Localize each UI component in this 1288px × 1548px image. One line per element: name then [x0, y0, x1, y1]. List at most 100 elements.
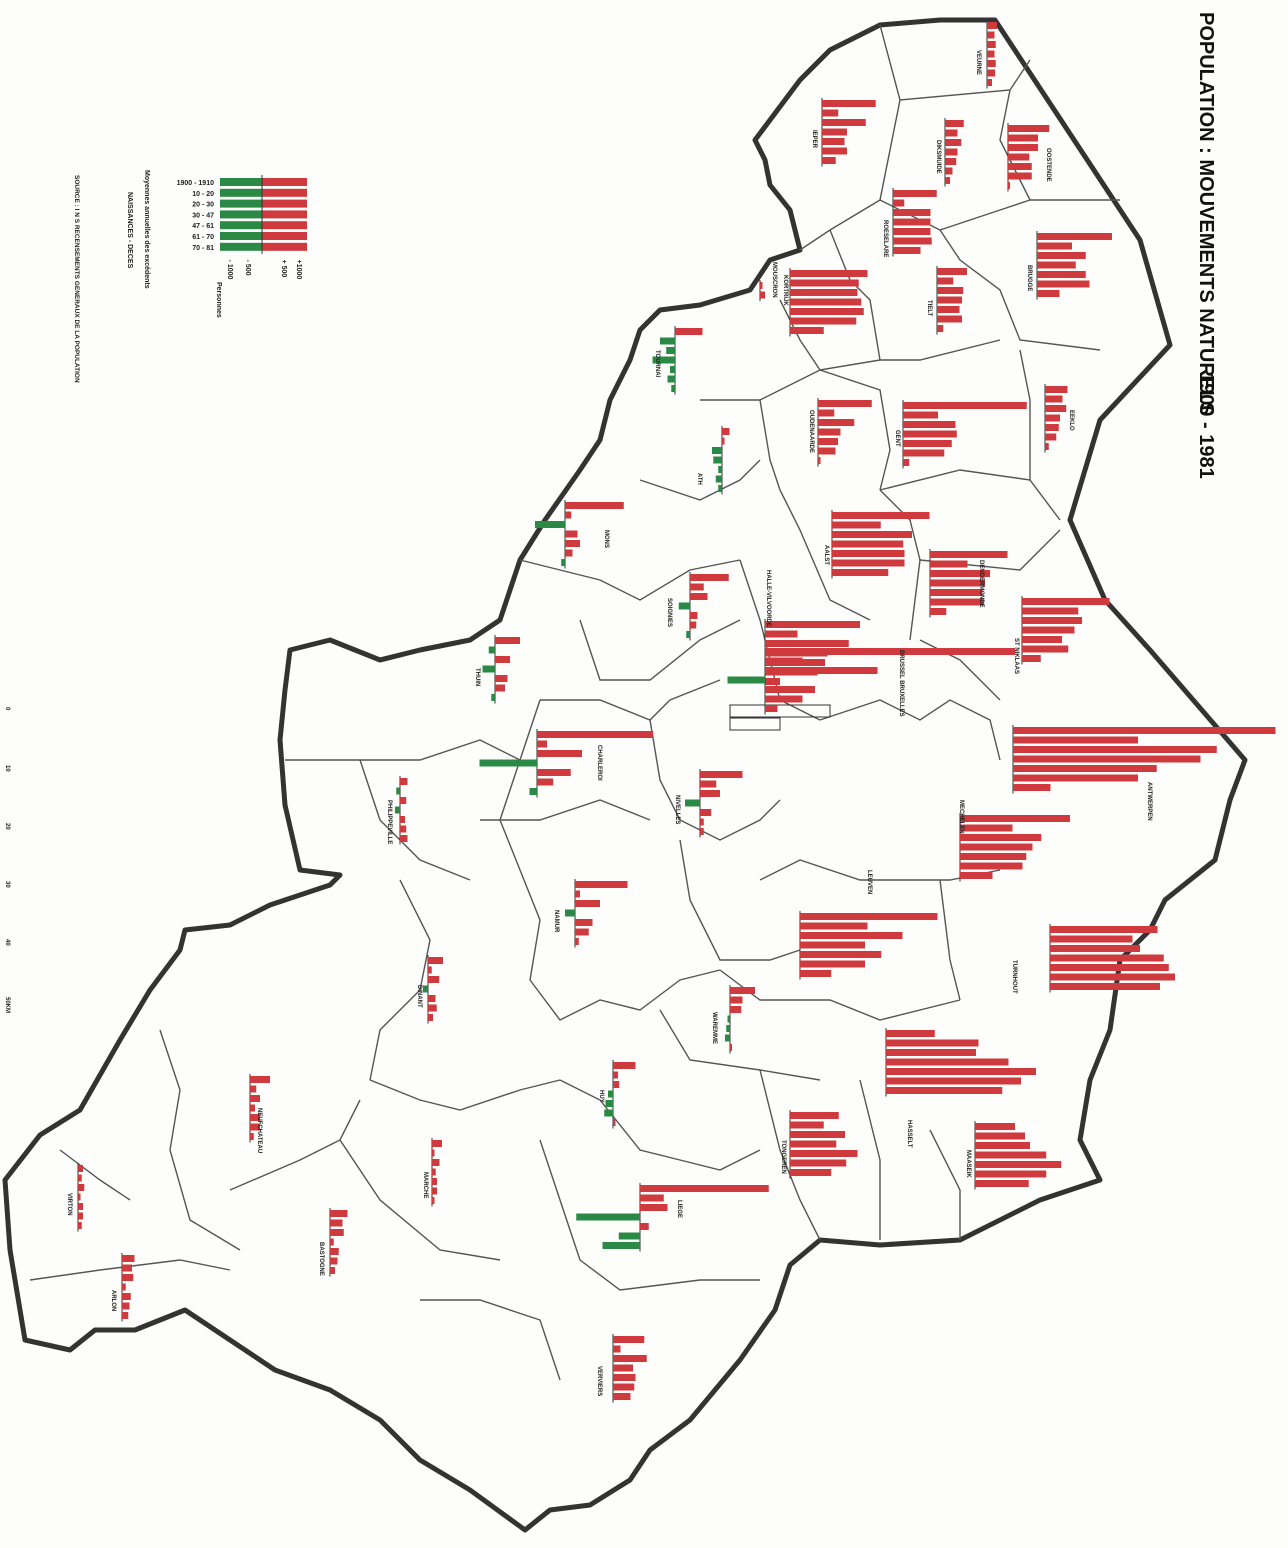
- bar-group-tournai: TOURNAI: [652, 326, 703, 395]
- legend-negative-bar-0: [220, 178, 262, 186]
- bar-verviers-1: [613, 1345, 621, 1353]
- bar-tournai-0: [675, 328, 703, 335]
- region-label-leuven: LEUVEN: [866, 870, 872, 894]
- bar-dendermonde-1: [930, 560, 968, 568]
- region-label-tongeren: TONGEREN: [780, 1140, 786, 1174]
- bar-tongeren-4: [790, 1150, 858, 1157]
- bar-aalst-5: [832, 559, 905, 567]
- bar-roeselare-4: [893, 228, 931, 235]
- bar-oudenaarde-6: [818, 457, 821, 464]
- bar-brussel-bruxelles-3: [727, 676, 765, 684]
- bar-group-diksmuide: DIKSMUIDE: [935, 118, 964, 187]
- bar-neufchateau-5: [250, 1123, 260, 1131]
- region-label-ieper: IEPER: [811, 130, 817, 149]
- bar-huy-1: [613, 1071, 618, 1079]
- bar-aalst-2: [832, 531, 912, 538]
- bar-st-niklaas-5: [1022, 645, 1069, 653]
- country-border: [2, 17, 1248, 1533]
- bar-eeklo-2: [1045, 405, 1067, 412]
- bar-neufchateau-4: [250, 1114, 260, 1121]
- legend-positive-bar-0: [262, 178, 307, 186]
- bar-dinant-0: [428, 957, 443, 964]
- bar-mechelen-0: [960, 815, 1070, 822]
- bar-ieper-3: [822, 128, 847, 136]
- bar-antwerpen-1: [1013, 736, 1138, 744]
- bar-ieper-5: [822, 147, 847, 155]
- region-label-hasselt: HASSELT: [906, 1120, 912, 1148]
- bar-bastogne-5: [330, 1257, 338, 1265]
- bar-diksmuide-0: [945, 120, 964, 127]
- bar-bastogne-1: [330, 1219, 343, 1227]
- bar-maaseik-1: [975, 1132, 1025, 1140]
- region-label-eeklo: EEKLO: [1068, 410, 1074, 431]
- region-label-brussel-bruxelles: BRUSSEL BRUXELLES: [898, 650, 904, 717]
- bar-oudenaarde-4: [818, 438, 838, 445]
- region-label-tournai: TOURNAI: [654, 350, 660, 378]
- bar-verviers-2: [613, 1355, 647, 1362]
- bar-dendermonde-0: [930, 551, 1008, 558]
- bar-group-arlon: ARLON: [110, 1253, 135, 1322]
- bar-charleroi-1: [537, 740, 547, 748]
- bar-oudenaarde-1: [818, 409, 835, 417]
- bar-group-tielt: TIELT: [926, 266, 967, 335]
- bar-soignies-4: [690, 612, 698, 619]
- region-label-mouscron: MOUSCRON: [771, 262, 777, 298]
- bar-arlon-1: [122, 1264, 132, 1272]
- bar-ath-1: [722, 437, 725, 445]
- legend-scale-label-0: +1000: [295, 260, 302, 280]
- bar-halle-vilvoorde-0: [765, 621, 860, 628]
- bar-mons-5: [565, 549, 573, 557]
- bar-neufchateau-1: [250, 1085, 257, 1093]
- bar-marche-5: [432, 1187, 437, 1195]
- bar-mechelen-2: [960, 834, 1042, 841]
- bar-charleroi-4: [537, 769, 571, 776]
- bar-mechelen-1: [960, 824, 1013, 832]
- bar-ath-6: [718, 485, 722, 492]
- bar-eeklo-0: [1045, 386, 1068, 393]
- bar-ath-2: [712, 447, 722, 454]
- bar-arlon-0: [122, 1255, 135, 1262]
- bar-tournai-4: [670, 366, 675, 373]
- bar-gent-4: [903, 440, 952, 447]
- bar-marche-3: [432, 1168, 436, 1176]
- bar-group-st-niklaas: ST NIKLAAS: [1013, 596, 1110, 674]
- bar-arlon-3: [122, 1283, 126, 1291]
- bar-dendermonde-5: [930, 598, 984, 606]
- bar-tielt-0: [937, 268, 967, 275]
- bar-mons-2: [535, 521, 565, 528]
- bar-bastogne-2: [330, 1229, 344, 1236]
- bar-virton-6: [78, 1222, 82, 1229]
- bar-brugge-1: [1037, 242, 1072, 250]
- bar-roeselare-6: [893, 247, 921, 254]
- bar-antwerpen-4: [1013, 765, 1157, 772]
- bar-charleroi-2: [537, 750, 582, 757]
- legend-positive-bar-3: [262, 210, 307, 219]
- bar-arlon-2: [122, 1274, 134, 1281]
- bar-group-namur: NAMUR: [553, 879, 628, 948]
- bar-liege-0: [640, 1185, 769, 1192]
- bar-marche-0: [432, 1140, 442, 1147]
- bar-gent-6: [903, 459, 910, 466]
- bar-liege-3: [576, 1213, 640, 1221]
- legend-positive-bar-2: [262, 199, 307, 208]
- bar-thuin-6: [491, 694, 495, 701]
- bar-dendermonde-6: [930, 608, 947, 615]
- bar-oostende-5: [1008, 172, 1032, 180]
- bar-hasselt-1: [886, 1039, 979, 1047]
- region-label-thuin: THUIN: [474, 668, 480, 686]
- bar-huy-3: [608, 1090, 613, 1098]
- bar-antwerpen-2: [1013, 746, 1217, 753]
- bar-ieper-4: [822, 138, 845, 145]
- bar-turnhout-1: [1050, 935, 1133, 943]
- region-label-roeselare: ROESELARE: [882, 220, 888, 257]
- legend-period-label-4: 47 - 61: [192, 223, 214, 230]
- bar-virton-3: [78, 1193, 81, 1201]
- legend-scale-label-3: - 1000: [226, 260, 233, 280]
- bar-tournai-1: [660, 337, 675, 345]
- bar-soignies-6: [686, 631, 690, 638]
- bar-leuven-1: [800, 922, 868, 930]
- region-label-oostende: OOSTENDE: [1045, 148, 1051, 182]
- bar-hasselt-3: [886, 1058, 1009, 1066]
- bar-st-niklaas-0: [1022, 598, 1110, 605]
